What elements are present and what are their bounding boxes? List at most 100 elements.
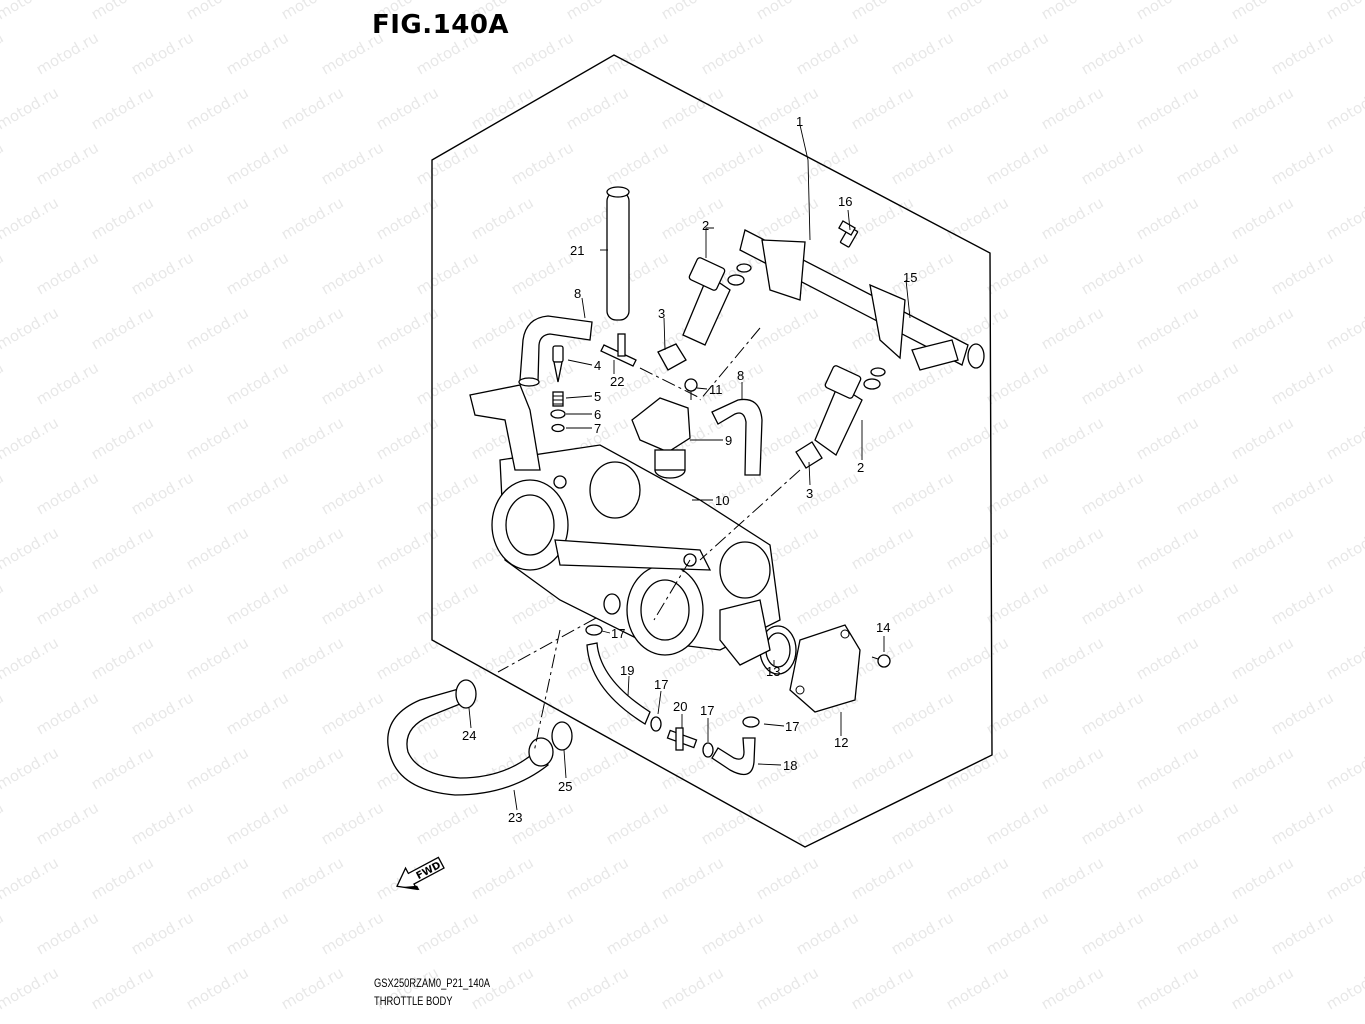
watermark-text: motod.ru	[1038, 633, 1107, 683]
watermark-text: motod.ru	[33, 798, 102, 848]
throttle-body-assembly[interactable]	[469, 384, 781, 656]
watermark-text: motod.ru	[848, 743, 917, 793]
watermark-text: motod.ru	[88, 0, 157, 23]
watermark-text: motod.ru	[33, 248, 102, 298]
watermark-text: motod.ru	[1133, 853, 1202, 903]
watermark-text: motod.ru	[318, 358, 387, 408]
watermark-text: motod.ru	[943, 853, 1012, 903]
watermark-text: motod.ru	[183, 193, 252, 243]
watermark-text: motod.ru	[183, 0, 252, 23]
part-7-o-ring[interactable]	[551, 423, 565, 433]
watermark-text: motod.ru	[128, 28, 197, 78]
watermark-text: motod.ru	[983, 908, 1052, 958]
watermark-text: motod.ru	[88, 853, 157, 903]
watermark-text: motod.ru	[0, 908, 7, 958]
watermark-text: motod.ru	[278, 83, 347, 133]
watermark-text: motod.ru	[468, 193, 537, 243]
part-22-tee-fitting[interactable]	[600, 333, 637, 367]
watermark-text: motod.ru	[318, 798, 387, 848]
watermark-text: motod.ru	[1133, 193, 1202, 243]
watermark-text: motod.ru	[33, 908, 102, 958]
watermark-text: motod.ru	[1173, 138, 1242, 188]
part-12-cover[interactable]	[789, 624, 861, 713]
callout-17d: 17	[785, 719, 799, 734]
watermark-text: motod.ru	[0, 413, 62, 463]
watermark-text: motod.ru	[33, 578, 102, 628]
part-17-clamp-c[interactable]	[702, 742, 714, 758]
watermark-text: motod.ru	[563, 0, 632, 23]
part-16-bolt[interactable]	[838, 220, 859, 248]
watermark-text: motod.ru	[183, 523, 252, 573]
watermark-text: motod.ru	[698, 908, 767, 958]
watermark-text: motod.ru	[1323, 633, 1365, 683]
watermark-text: motod.ru	[0, 468, 7, 518]
callout-3b: 3	[806, 486, 813, 501]
watermark-text: motod.ru	[943, 633, 1012, 683]
part-8-hose-right[interactable]	[711, 398, 763, 476]
part-25-clamp[interactable]	[551, 721, 573, 751]
callout-15: 15	[903, 270, 917, 285]
watermark-text: motod.ru	[373, 633, 442, 683]
watermark-text: motod.ru	[1228, 963, 1297, 1013]
part-24-clamp[interactable]	[455, 679, 477, 709]
watermark-text: motod.ru	[1078, 908, 1147, 958]
part-8-hose-left[interactable]	[518, 315, 593, 387]
callout-20: 20	[673, 699, 687, 714]
watermark-text: motod.ru	[563, 963, 632, 1013]
callout-9: 9	[725, 433, 732, 448]
part-18-hose[interactable]	[711, 737, 756, 776]
watermark-text: motod.ru	[1268, 688, 1337, 738]
watermark-text: motod.ru	[278, 963, 347, 1013]
watermark-text: motod.ru	[223, 358, 292, 408]
watermark-text: motod.ru	[1133, 303, 1202, 353]
watermark-text: motod.ru	[0, 523, 62, 573]
part-21-hose[interactable]	[606, 186, 630, 321]
part-17-clamp-d[interactable]	[742, 716, 760, 728]
part-13-clamp[interactable]	[719, 599, 797, 675]
part-2-injector-lower[interactable]	[814, 365, 886, 456]
part-14-screw[interactable]	[871, 654, 891, 668]
part-4-screw[interactable]	[552, 345, 564, 383]
callout-12: 12	[834, 735, 848, 750]
watermark-text: motod.ru	[1038, 523, 1107, 573]
watermark-text: motod.ru	[128, 358, 197, 408]
watermark-text: motod.ru	[468, 83, 537, 133]
part-17-clamp-a[interactable]	[585, 624, 603, 636]
watermark-text: motod.ru	[1323, 853, 1365, 903]
part-5-spring[interactable]	[552, 391, 564, 407]
part-15-fuel-rail[interactable]	[739, 229, 985, 371]
watermark-text: motod.ru	[508, 138, 577, 188]
watermark-text: motod.ru	[468, 0, 537, 23]
watermark-text: motod.ru	[318, 28, 387, 78]
watermark-text: motod.ru	[1133, 0, 1202, 23]
part-20-joint[interactable]	[666, 727, 698, 751]
watermark-text: motod.ru	[603, 908, 672, 958]
watermark-text: motod.ru	[753, 0, 822, 23]
part-19-hose[interactable]	[586, 642, 651, 725]
part-17-clamp-b[interactable]	[650, 716, 662, 732]
watermark-text: motod.ru	[1078, 468, 1147, 518]
watermark-text: motod.ru	[1228, 0, 1297, 23]
watermark-text: motod.ru	[88, 523, 157, 573]
watermark-text: motod.ru	[603, 138, 672, 188]
watermark-text: motod.ru	[848, 853, 917, 903]
watermark-text: motod.ru	[33, 138, 102, 188]
watermark-text: motod.ru	[508, 28, 577, 78]
watermark-text: motod.ru	[278, 523, 347, 573]
watermark-text: motod.ru	[1173, 358, 1242, 408]
watermark-text: motod.ru	[1078, 798, 1147, 848]
watermark-text: motod.ru	[1173, 798, 1242, 848]
watermark-text: motod.ru	[1038, 413, 1107, 463]
part-11-screw[interactable]	[684, 378, 698, 400]
part-9-sensor[interactable]	[631, 397, 691, 479]
part-3-cushion-right[interactable]	[795, 441, 823, 469]
watermark-text: motod.ru	[278, 633, 347, 683]
watermark-text: motod.ru	[983, 578, 1052, 628]
part-2-injector-upper[interactable]	[682, 257, 752, 346]
watermark-text: motod.ru	[943, 193, 1012, 243]
watermark-text: motod.ru	[88, 83, 157, 133]
callout-25: 25	[558, 779, 572, 794]
watermark-text: motod.ru	[1323, 303, 1365, 353]
part-3-cushion-left[interactable]	[657, 343, 687, 371]
part-6-washer[interactable]	[550, 409, 566, 419]
